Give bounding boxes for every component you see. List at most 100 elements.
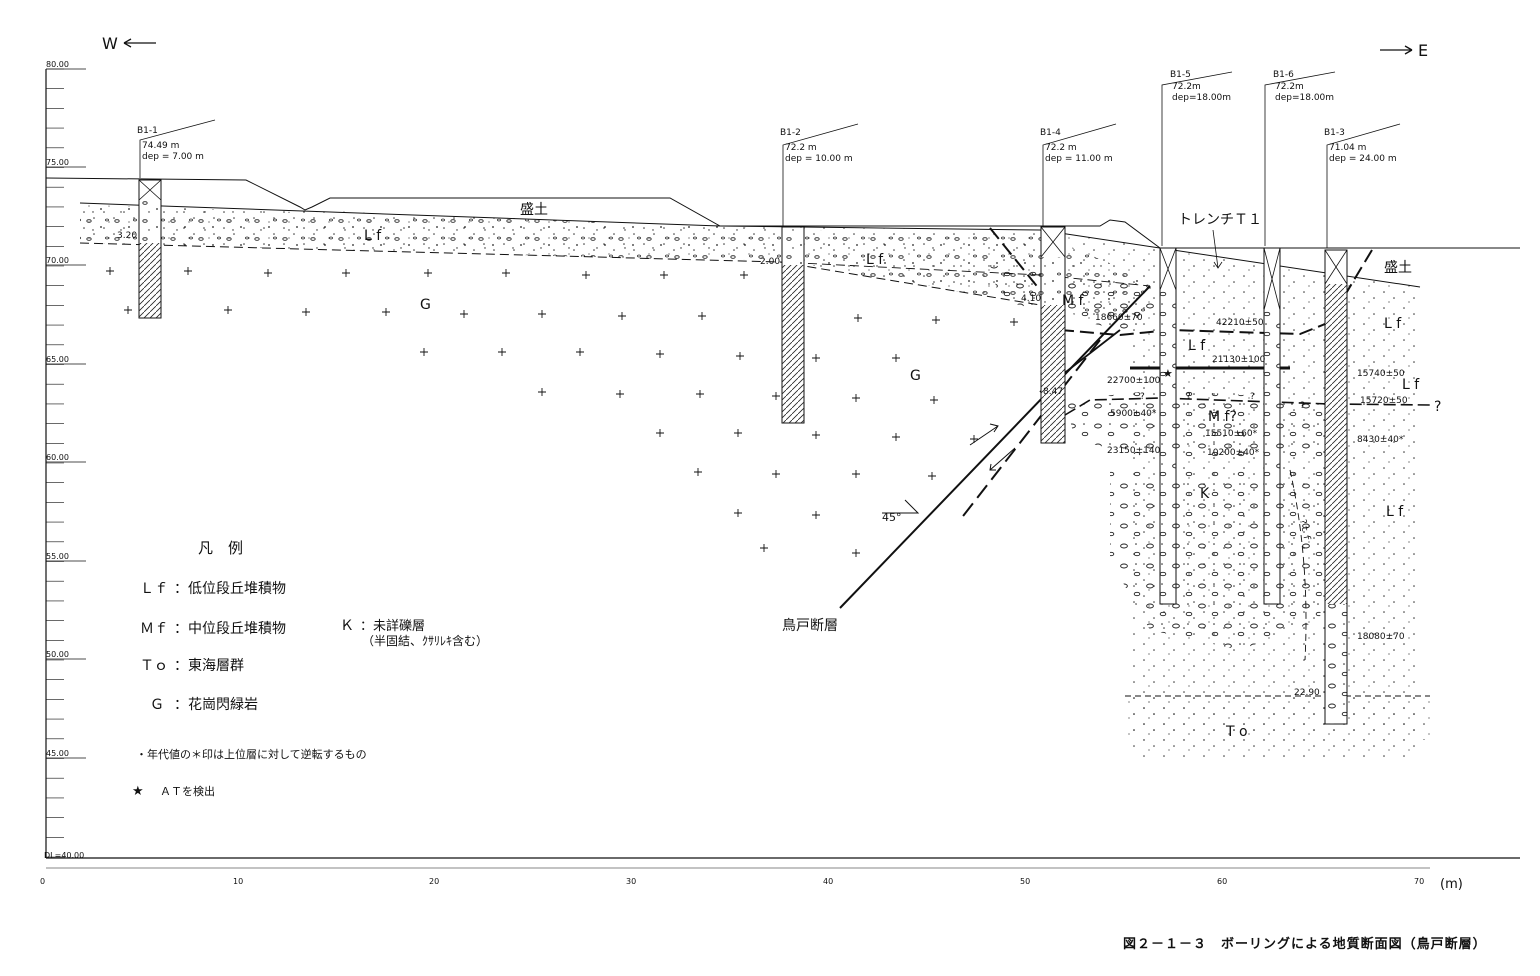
at-star-marker: ★: [1163, 367, 1173, 380]
label-fill-east: 盛土: [1384, 260, 1412, 276]
unit-to: [1125, 696, 1430, 740]
lf-base-dashed-2: [779, 261, 1151, 287]
east-label: E: [1418, 41, 1428, 60]
elev-tick-65: 65.00: [46, 355, 69, 364]
ground-surface: [45, 177, 1520, 249]
dist-tick-60: 60: [1217, 877, 1227, 886]
age-label: 18660±70: [1095, 313, 1143, 323]
depth-mark-b1-1: 3.20: [117, 231, 137, 241]
borehole-b1-5[interactable]: B1-5 72.2m dep=18.00m: [1159, 70, 1233, 605]
age-label: 42210±50: [1216, 318, 1264, 328]
label-g-2: G: [910, 368, 921, 384]
star-icon: ★: [132, 784, 144, 799]
borehole-name: B1-1: [137, 126, 158, 136]
mf-lower-dashed: [1064, 397, 1431, 416]
age-label: 15740±50: [1357, 369, 1405, 379]
legend-code-to: Ｔｏ: [140, 658, 168, 674]
distance-axis: 0 10 20 30 40 50 60 70 (m): [40, 857, 1520, 892]
legend-code-g: Ｇ: [150, 697, 164, 713]
age-label: 23150±140: [1107, 446, 1161, 456]
elev-tick-75: 75.00: [46, 158, 69, 167]
dist-tick-10: 10: [233, 877, 243, 886]
legend-title: 凡 例: [198, 539, 243, 557]
borehole-b1-2[interactable]: B1-2 72.2 m dep = 10.00 m: [780, 123, 859, 424]
unit-mf-east: [1065, 390, 1330, 460]
borehole-b1-3[interactable]: B1-3 71.04 m dep = 24.00 m: [1324, 123, 1401, 725]
granite-symbols: [106, 267, 1018, 557]
borehole-depth: dep = 10.00 m: [785, 154, 853, 164]
borehole-elevation: 74.49 m: [142, 141, 179, 151]
borehole-name: B1-6: [1273, 70, 1294, 80]
k-boundary-curve: [1289, 469, 1307, 661]
depth-mark-b1-3: 22.90: [1294, 688, 1320, 698]
borehole-name: B1-4: [1040, 128, 1061, 138]
borehole-elevation: 72.2m: [1275, 82, 1304, 92]
borehole-name: B1-5: [1170, 70, 1191, 80]
age-label: 21130±100: [1212, 355, 1266, 365]
borehole-name: B1-2: [780, 128, 801, 138]
legend-note-age: ・年代値の＊印は上位層に対して逆転するもの: [136, 747, 367, 761]
elev-tick-70: 70.00: [46, 256, 69, 265]
label-mf-1: M f: [1062, 293, 1085, 309]
dist-tick-20: 20: [429, 877, 439, 886]
borehole-elevation: 72.2m: [1172, 82, 1201, 92]
legend-code-mf: Ｍｆ: [140, 621, 168, 637]
elev-tick-60: 60.00: [46, 453, 69, 462]
dip-angle-symbol: 45°: [882, 499, 920, 524]
legend-desc-k: ：未詳礫層: [360, 618, 425, 634]
trench-leader: [1212, 229, 1223, 269]
depth-mark-b1-4b: 8.47: [1043, 387, 1063, 397]
legend-desc-g: ：花崗閃緑岩: [174, 697, 258, 713]
borehole-depth: dep = 7.00 m: [142, 152, 204, 162]
fill-base: [79, 202, 1421, 288]
elev-tick-80: 80.00: [46, 60, 69, 69]
label-fill-west: 盛土: [520, 202, 548, 218]
borehole-depth: dep = 24.00 m: [1329, 154, 1397, 164]
borehole-depth: dep=18.00m: [1275, 93, 1334, 103]
age-label: 15510±60*: [1205, 429, 1258, 439]
borehole-elevation: 72.2 m: [785, 143, 817, 153]
age-label: 22700±100: [1107, 376, 1161, 386]
age-label: 18080±70: [1357, 632, 1405, 642]
orientation-west: W: [102, 34, 156, 53]
label-lf-1: L f: [364, 228, 382, 244]
label-lf-5: L f: [1402, 377, 1420, 393]
dip-angle-label: 45°: [882, 511, 902, 524]
elev-tick-45: 45.00: [46, 749, 69, 758]
west-label: W: [102, 34, 118, 53]
legend: 凡 例 Ｌｆ ：低位段丘堆積物 Ｍｆ ：中位段丘堆積物 Ｔｏ ：東海層群 Ｇ ：…: [132, 539, 488, 799]
borehole-name: B1-3: [1324, 128, 1345, 138]
figure-caption: 図２－１－３ ボーリングによる地質断面図（鳥戸断層）: [1123, 936, 1487, 952]
age-label: 15720±50: [1360, 396, 1408, 406]
label-lf-6: L f: [1386, 504, 1404, 520]
borehole-depth: dep = 11.00 m: [1045, 154, 1113, 164]
label-trench: トレンチＴ１: [1178, 212, 1262, 228]
legend-note-at: ＡＴを検出: [160, 784, 215, 798]
elevation-axis: 80.00 75.00 70.00 65.00 60.00 55.00 50.0…: [44, 60, 86, 860]
question-mark: ?: [1434, 399, 1441, 415]
question-mark: ?: [1140, 392, 1145, 402]
borehole-elevation: 72.2 m: [1045, 143, 1077, 153]
dist-tick-40: 40: [823, 877, 833, 886]
borehole-b1-4[interactable]: B1-4 72.2 m dep = 11.00 m: [1040, 123, 1117, 444]
elev-tick-40: DL=40.00: [44, 851, 84, 860]
legend-desc-to: ：東海層群: [174, 658, 244, 674]
borehole-depth: dep=18.00m: [1172, 93, 1231, 103]
label-lf-4: L f: [1188, 338, 1206, 354]
unit-lf-gravel: [80, 205, 1150, 320]
question-mark: ?: [1250, 392, 1255, 402]
borehole-b1-1[interactable]: B1-1 74.49 m dep = 7.00 m: [137, 119, 216, 319]
elev-tick-50: 50.00: [46, 650, 69, 659]
borehole-b1-6[interactable]: B1-6 72.2m dep=18.00m: [1263, 70, 1336, 605]
dist-tick-50: 50: [1020, 877, 1030, 886]
dist-tick-0: 0: [40, 877, 45, 886]
label-lf-3: L f: [1384, 316, 1402, 332]
label-mf-2: M f?: [1208, 409, 1237, 425]
elevation-minor-ticks: [46, 68, 64, 858]
legend-code-lf: Ｌｆ: [140, 581, 168, 597]
depth-mark-b1-4a: 4.10: [1021, 294, 1041, 304]
age-label: 10200±40*: [1207, 448, 1260, 458]
label-fault: 鳥戸断層: [782, 618, 838, 634]
distance-unit: (m): [1440, 877, 1463, 892]
